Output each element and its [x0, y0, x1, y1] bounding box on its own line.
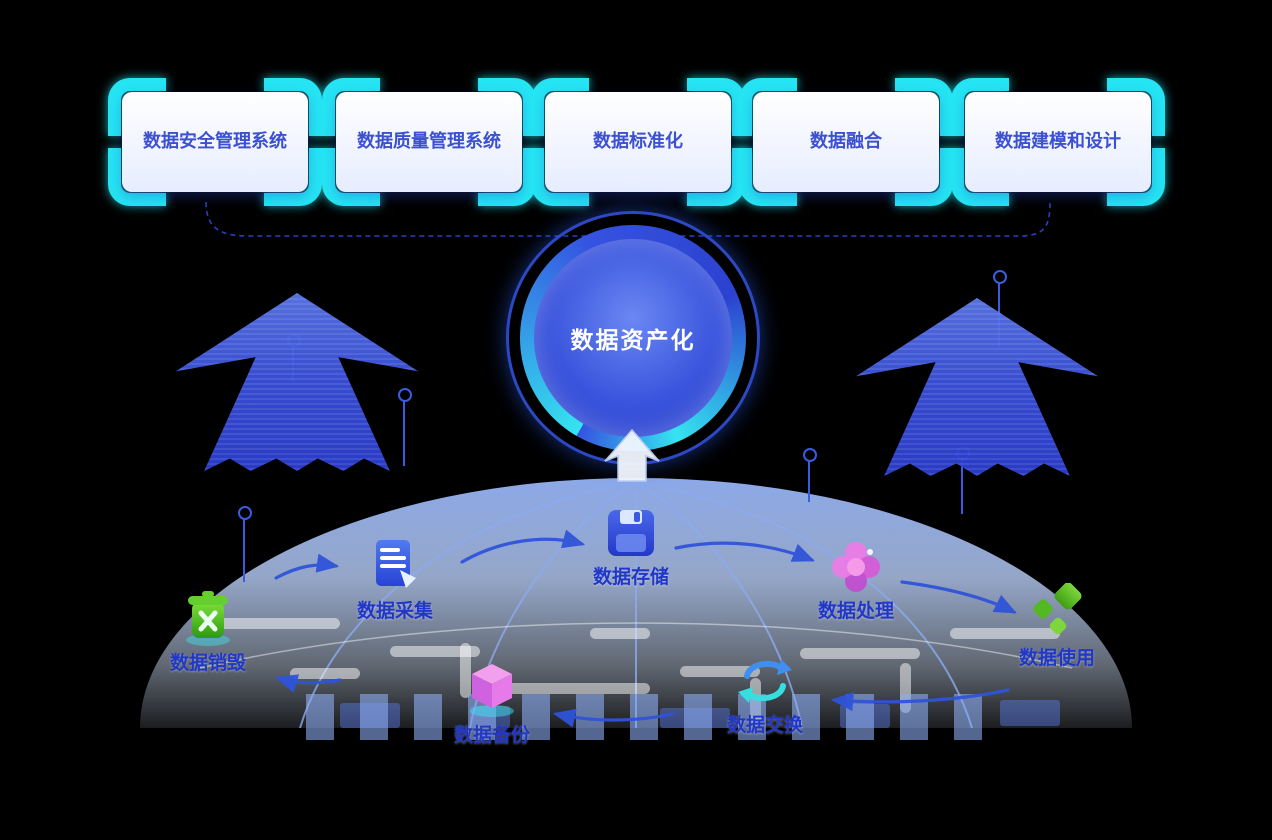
node-storage: 数据存储	[565, 508, 697, 589]
module-label: 数据建模和设计	[965, 92, 1151, 192]
node-usage: 数据使用	[991, 583, 1123, 670]
node-collect: 数据采集	[329, 536, 461, 623]
maze-bar	[460, 643, 471, 698]
node-backup: 数据备份	[426, 658, 558, 747]
bracket-corner-icon	[739, 78, 797, 136]
modeling-design-box: 数据建模和设计	[951, 78, 1165, 206]
asset-circle-core: 数据资产化	[534, 239, 732, 437]
up-arrow-left	[175, 293, 419, 471]
floppy-disk-icon	[608, 510, 654, 556]
node-label: 数据备份	[453, 724, 530, 746]
node-destroy: 数据销毁	[142, 588, 274, 675]
bracket-corner-icon	[264, 78, 322, 136]
asset-circle-ring: 数据资产化	[520, 225, 746, 451]
pin-icon	[803, 448, 817, 502]
trash-icon	[186, 591, 230, 646]
cube-icon	[470, 664, 514, 717]
bracket-corner-icon	[1107, 78, 1165, 136]
bracket-corner-icon	[531, 148, 589, 206]
rim-slat	[1000, 700, 1060, 726]
pin-icon	[238, 506, 252, 582]
bracket-corner-icon	[951, 148, 1009, 206]
node-label: 数据采集	[356, 600, 433, 622]
maze-bar	[390, 646, 480, 657]
security-management-box: 数据安全管理系统	[108, 78, 322, 206]
bracket-corner-icon	[322, 78, 380, 136]
maze-bar	[290, 668, 360, 679]
module-label: 数据标准化	[545, 92, 731, 192]
bracket-corner-icon	[895, 78, 953, 136]
node-process: 数据处理	[790, 540, 922, 623]
bracket-corner-icon	[531, 78, 589, 136]
node-label: 数据交换	[726, 714, 803, 736]
maze-bar	[800, 648, 920, 659]
node-label: 数据处理	[817, 600, 894, 622]
maze-bar	[950, 628, 1060, 639]
bracket-corner-icon	[264, 148, 322, 206]
maze-bar	[900, 663, 911, 713]
module-label: 数据融合	[753, 92, 939, 192]
quality-management-box: 数据质量管理系统	[322, 78, 536, 206]
node-exchange: 数据交换	[699, 654, 831, 737]
maze-bar	[590, 628, 650, 639]
node-label: 数据使用	[1018, 647, 1095, 669]
bracket-corner-icon	[951, 78, 1009, 136]
bracket-corner-icon	[1107, 148, 1165, 206]
bracket-corner-icon	[895, 148, 953, 206]
asset-circle-label: 数据资产化	[570, 328, 696, 354]
bracket-corner-icon	[322, 148, 380, 206]
bracket-corner-icon	[108, 148, 166, 206]
fusion-box: 数据融合	[739, 78, 953, 206]
bracket-corner-icon	[108, 78, 166, 136]
node-label: 数据存储	[592, 566, 669, 588]
globe-rim-fringe	[306, 694, 1006, 740]
swap-arrows-icon	[738, 659, 792, 703]
maze-bar	[680, 666, 760, 677]
maze-bar	[210, 618, 340, 629]
module-label: 数据质量管理系统	[336, 92, 522, 192]
module-label: 数据安全管理系统	[122, 92, 308, 192]
bracket-corner-icon	[739, 148, 797, 206]
document-icon	[376, 540, 416, 588]
standardization-box: 数据标准化	[531, 78, 745, 206]
blocks-icon	[1033, 583, 1082, 635]
flower-icon	[832, 542, 880, 592]
maze-bar	[500, 683, 650, 694]
asset-circle: 数据资产化	[506, 211, 760, 465]
pin-icon	[398, 388, 412, 466]
up-arrow-right	[855, 298, 1099, 476]
node-label: 数据销毁	[169, 652, 246, 674]
